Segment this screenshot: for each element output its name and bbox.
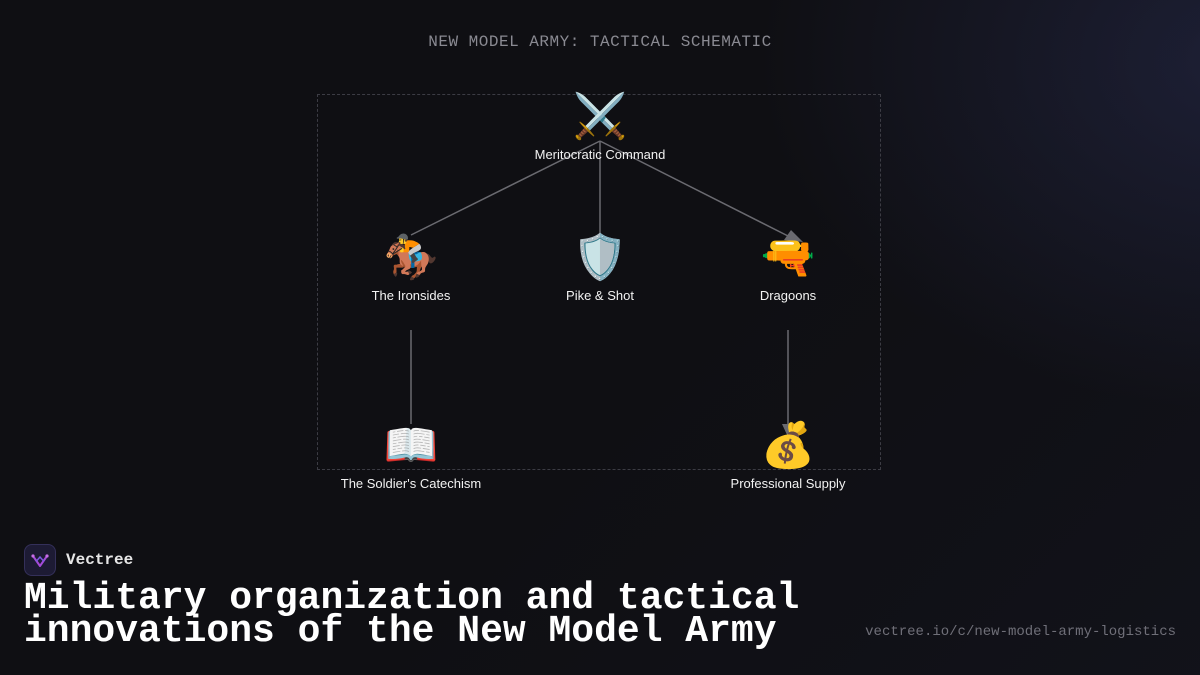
node-label: The Ironsides — [371, 288, 451, 303]
crossed-swords-icon: ⚔️ — [572, 91, 628, 142]
schematic-title: NEW MODEL ARMY: TACTICAL SCHEMATIC — [428, 33, 772, 51]
node-label: Pike & Shot — [566, 288, 634, 303]
node-pike-and-shot: 🛡️ Pike & Shot — [500, 232, 700, 303]
node-soldiers-catechism: 📖 The Soldier's Catechism — [311, 420, 511, 491]
node-label: Meritocratic Command — [534, 147, 666, 162]
node-label: The Soldier's Catechism — [340, 476, 482, 491]
money-bag-icon: 💰 — [760, 420, 816, 471]
node-the-ironsides: 🏇 The Ironsides — [311, 232, 511, 303]
shield-icon: 🛡️ — [572, 232, 628, 283]
headline: Military organization and tactical innov… — [24, 577, 800, 653]
pistol-icon: 🔫 — [760, 232, 816, 283]
vectree-logo-icon — [24, 544, 56, 576]
node-meritocratic-command: ⚔️ Meritocratic Command — [500, 91, 700, 162]
brand-name: Vectree — [66, 551, 134, 569]
open-book-icon: 📖 — [383, 420, 439, 471]
node-dragoons: 🔫 Dragoons — [688, 232, 888, 303]
horse-racing-icon: 🏇 — [383, 232, 439, 283]
diagram-frame — [317, 94, 881, 470]
node-professional-supply: 💰 Professional Supply — [688, 420, 888, 491]
arrow-head-supply — [782, 424, 794, 437]
edge-command-ironsides — [410, 140, 601, 236]
brand: Vectree — [24, 544, 133, 576]
edge-command-dragoons — [599, 140, 791, 238]
source-url[interactable]: vectree.io/c/new-model-army-logistics — [865, 624, 1176, 640]
node-label: Dragoons — [759, 288, 817, 303]
arrow-head-dragoons — [784, 230, 803, 242]
node-label: Professional Supply — [730, 476, 846, 491]
